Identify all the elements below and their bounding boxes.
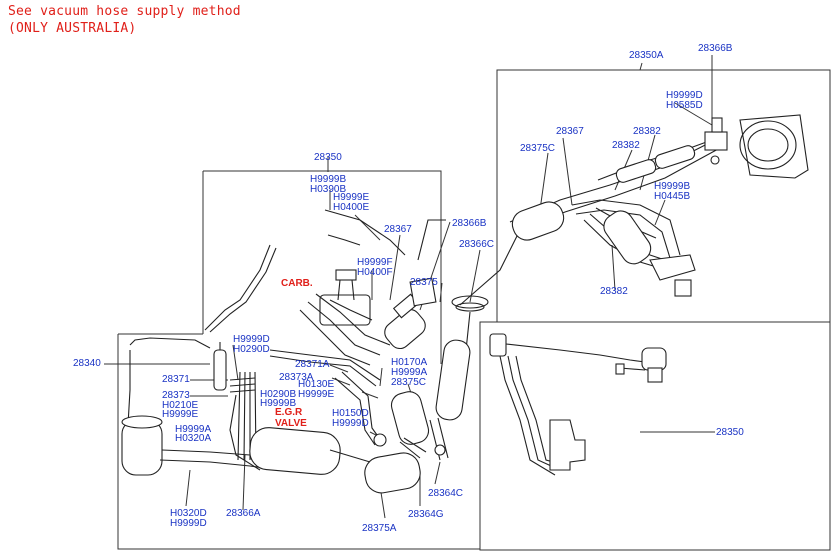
callout-28375C-left: 28375C xyxy=(391,377,427,388)
callout-hH2: H9999B xyxy=(260,398,297,409)
callout-hK2: H9999D xyxy=(332,418,369,429)
callout-28371A: 28371A xyxy=(295,359,330,370)
callout-hE2: H0400F xyxy=(357,267,393,278)
callout-28382-c: 28382 xyxy=(600,286,628,297)
callout-hE1: H9999F xyxy=(357,257,393,268)
callout-hF2: H0290D xyxy=(233,344,270,355)
callout-28375: 28375 xyxy=(410,277,438,288)
callout-hG2: H9999E xyxy=(162,409,199,420)
callout-28367-mid: 28367 xyxy=(384,224,412,235)
callout-hM2: H9999D xyxy=(170,518,207,529)
callout-hF1: H9999D xyxy=(233,334,270,345)
callout-hA2: H0585D xyxy=(666,100,703,111)
frame-lower-left xyxy=(117,333,480,550)
callout-28366A: 28366A xyxy=(226,508,261,519)
note-line-2: (ONLY AUSTRALIA) xyxy=(8,21,137,36)
callout-28340: 28340 xyxy=(73,358,101,369)
egr-label-1: E.G.R xyxy=(275,407,303,418)
carb-label: CARB. xyxy=(281,278,313,289)
callout-28350A: 28350A xyxy=(629,50,664,61)
callout-hI1: H0130E xyxy=(298,379,335,390)
callout-hC2: H0390B xyxy=(310,184,347,195)
callout-28350-top: 28350 xyxy=(314,152,342,163)
callout-hD1: H9999E xyxy=(333,192,370,203)
callout-28373A: 28373A xyxy=(279,372,314,383)
callout-hI2: H9999E xyxy=(298,389,335,400)
note-line-1: See vacuum hose supply method xyxy=(8,4,241,19)
callout-28364C: 28364C xyxy=(428,488,464,499)
callout-hB2: H0445B xyxy=(654,191,691,202)
callout-hB1: H9999B xyxy=(654,181,691,192)
callout-28366B-mid: 28366B xyxy=(452,218,487,229)
callout-hJ2: H9999A xyxy=(391,367,428,378)
callout-28364G: 28364G xyxy=(408,509,444,520)
egr-label-2: VALVE xyxy=(275,418,307,429)
callout-28366C: 28366C xyxy=(459,239,495,250)
callout-28375A: 28375A xyxy=(362,523,397,534)
callout-hA1: H9999D xyxy=(666,90,703,101)
frame-carb xyxy=(202,170,442,364)
callout-hC1: H9999B xyxy=(310,174,347,185)
callout-28366B-top: 28366B xyxy=(698,43,733,54)
callout-28350-right: 28350 xyxy=(716,427,744,438)
callout-hG1: H0210E xyxy=(162,400,199,411)
callout-hK1: H0150D xyxy=(332,408,369,419)
callout-hL1: H9999A xyxy=(175,424,212,435)
callout-28367-right: 28367 xyxy=(556,126,584,137)
callout-28382-a: 28382 xyxy=(633,126,661,137)
frame-28350-right xyxy=(479,321,831,551)
callout-hD2: H0400E xyxy=(333,202,370,213)
callout-28371: 28371 xyxy=(162,374,190,385)
callout-hM1: H0320D xyxy=(170,508,207,519)
callout-hH1: H0290B xyxy=(260,389,297,400)
callout-hJ1: H0170A xyxy=(391,357,428,368)
callout-28373: 28373 xyxy=(162,390,190,401)
callout-28382-b: 28382 xyxy=(612,140,640,151)
callout-hL2: H0320A xyxy=(175,433,212,444)
callout-28375C-right: 28375C xyxy=(520,143,556,154)
